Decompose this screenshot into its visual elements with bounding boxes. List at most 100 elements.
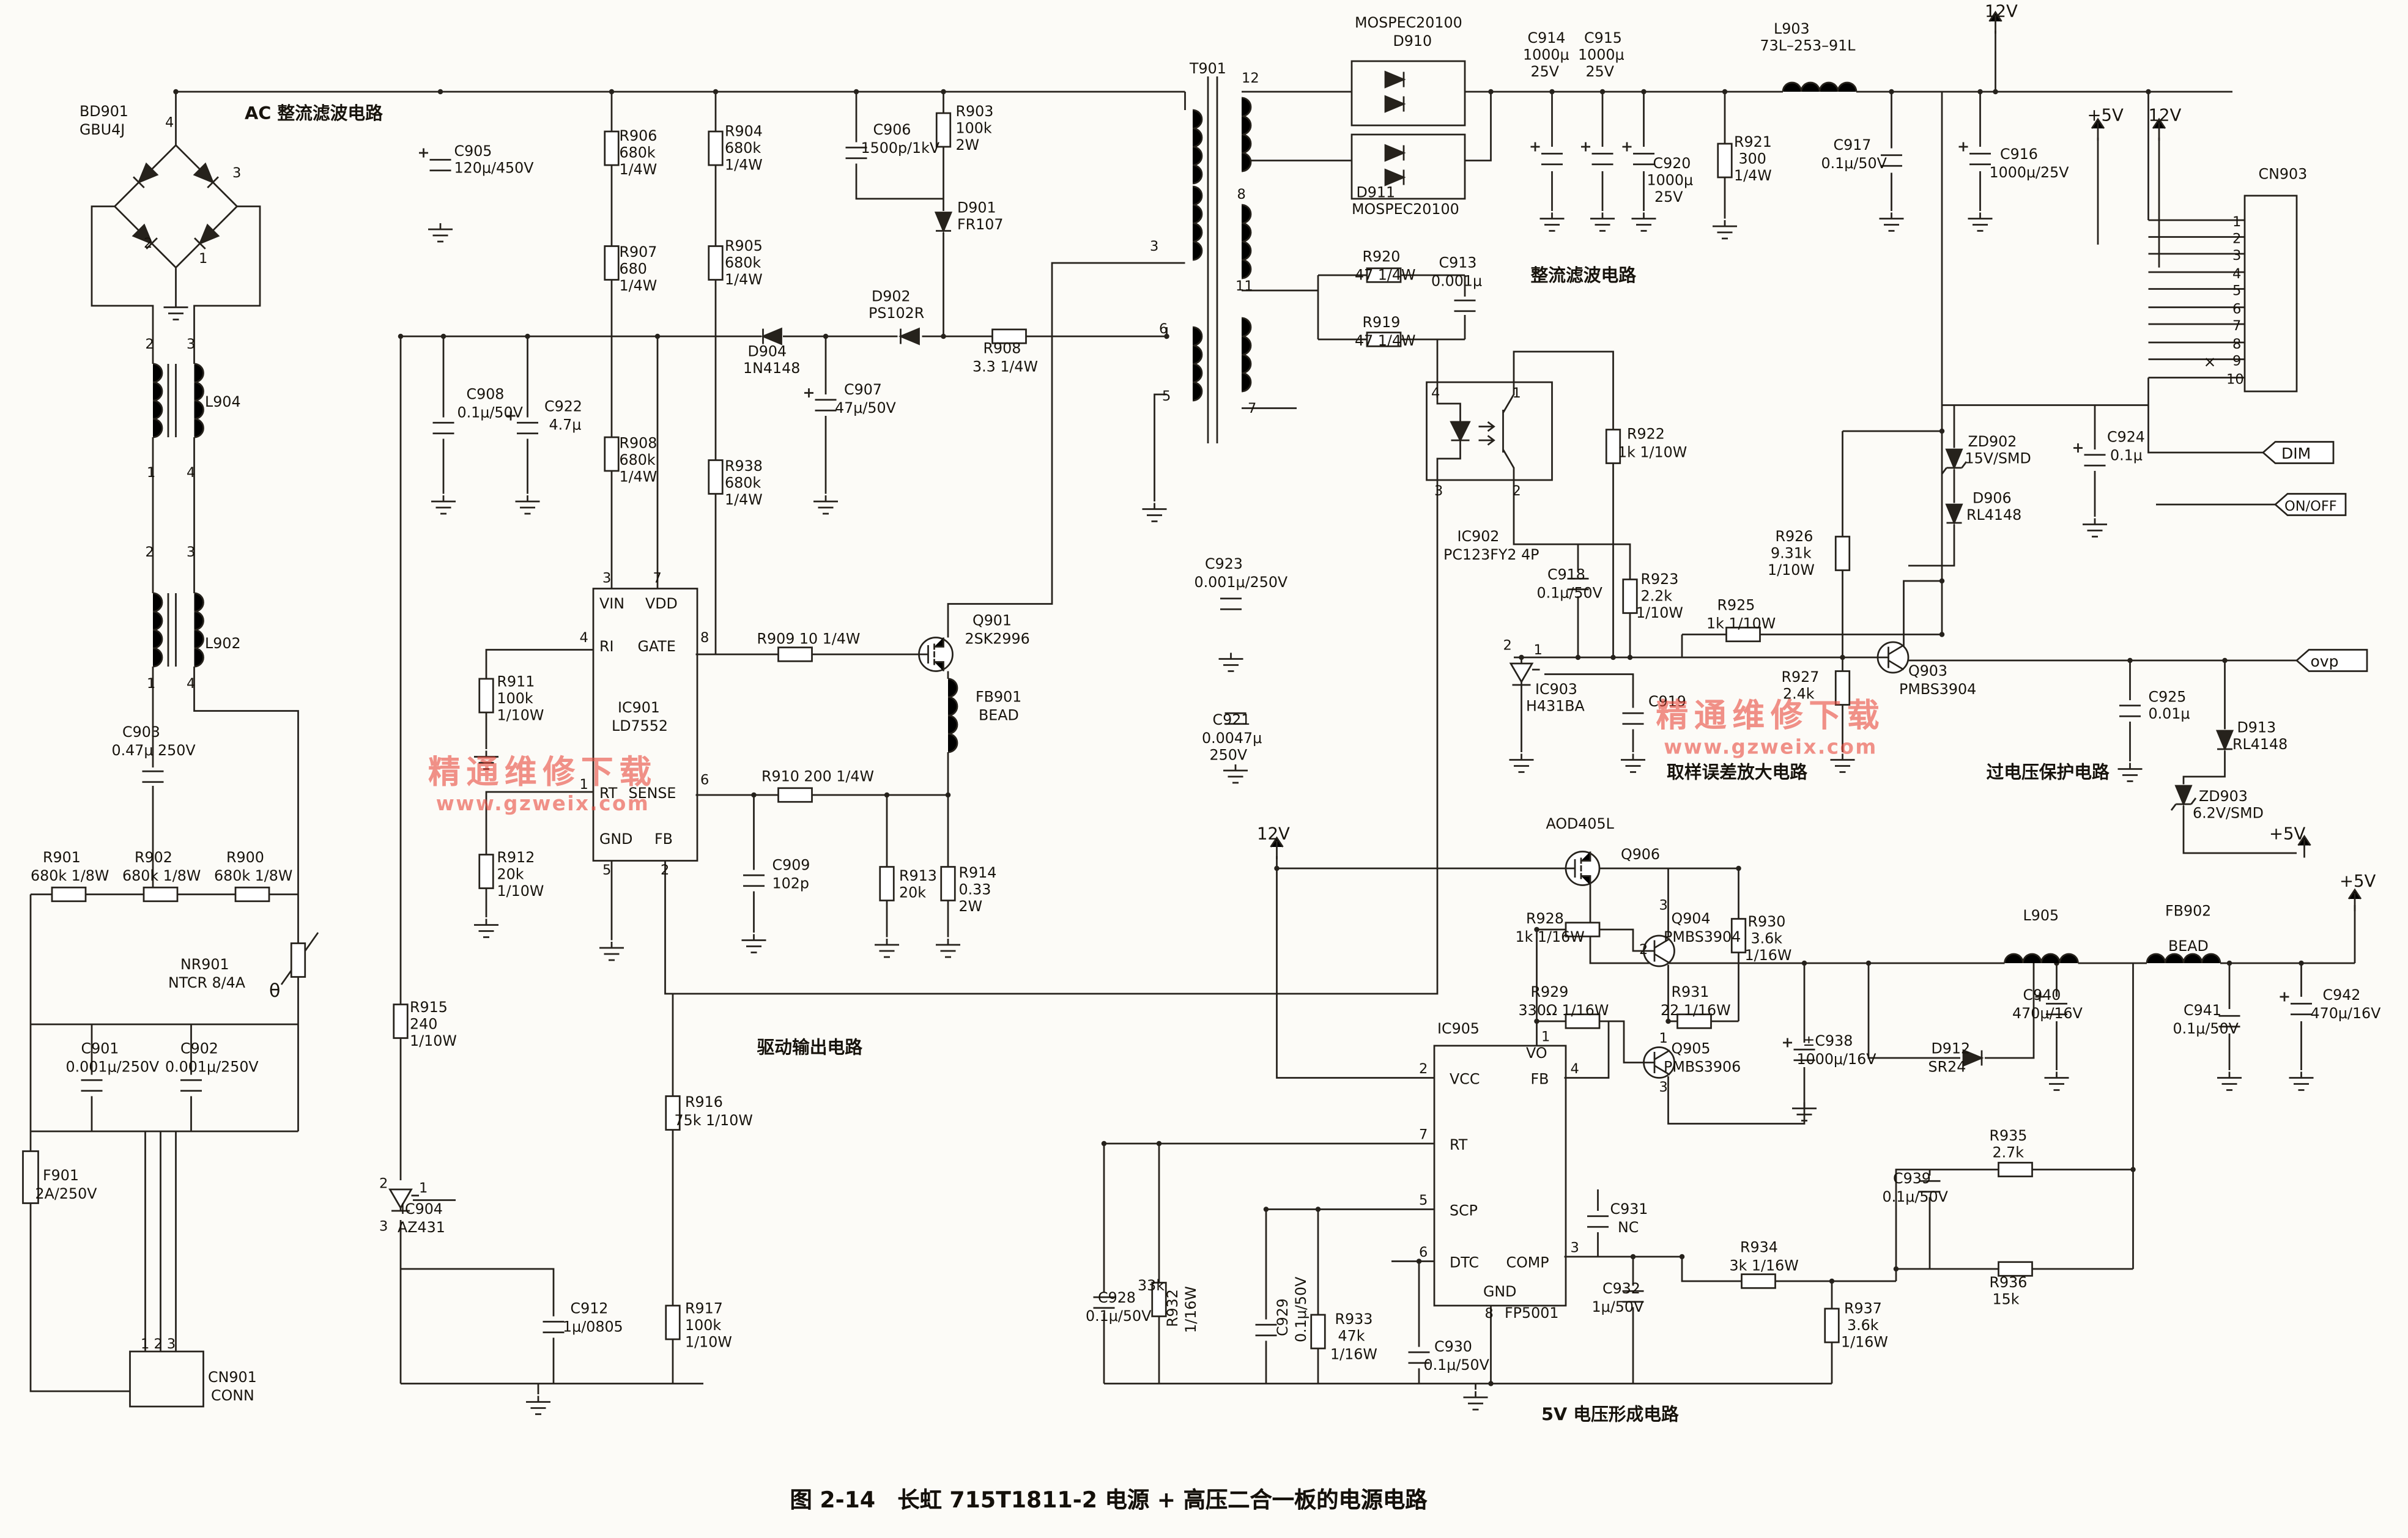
component-label: 2 bbox=[146, 336, 154, 352]
component-label: COMP bbox=[1506, 1254, 1549, 1271]
component-label: R928 bbox=[1526, 910, 1564, 927]
junction-dot bbox=[2299, 960, 2304, 966]
cappol-symbol bbox=[1622, 142, 1654, 166]
cap-symbol bbox=[1454, 299, 1476, 312]
component-label: C920 bbox=[1653, 155, 1691, 172]
component-label: 1000μ/25V bbox=[1990, 164, 2070, 181]
junction-dot bbox=[1519, 654, 1524, 660]
component-label: 0.001μ/250V bbox=[165, 1059, 259, 1076]
component-label: 1μ/50V bbox=[1592, 1298, 1644, 1315]
component-label: 2 bbox=[661, 862, 669, 878]
junction-dot bbox=[1315, 1207, 1321, 1212]
component-label: 73L–253–91L bbox=[1760, 37, 1856, 54]
component-label: R931 bbox=[1672, 983, 1710, 1000]
cap-symbol bbox=[1622, 1290, 1644, 1303]
junction-dot bbox=[1840, 654, 1845, 660]
component-label: 5 bbox=[1162, 388, 1171, 404]
component-label: 15k bbox=[1993, 1291, 2020, 1308]
component-label: 4.7μ bbox=[549, 416, 582, 434]
res-symbol bbox=[1310, 1314, 1326, 1350]
res-symbol bbox=[478, 854, 494, 889]
component-label: R919 bbox=[1363, 314, 1401, 331]
component-label: 680k 1/8W bbox=[122, 867, 201, 884]
junction-dot bbox=[1274, 865, 1280, 871]
junction-dot bbox=[1829, 1278, 1835, 1284]
junction-dot bbox=[1736, 865, 1741, 871]
res-symbol bbox=[604, 436, 620, 472]
component-label: C906 bbox=[873, 121, 911, 138]
junction-dot bbox=[2222, 657, 2228, 664]
component-label: MOSPEC20100 bbox=[1355, 14, 1462, 31]
component-label: 1/10W bbox=[685, 1334, 732, 1351]
component-label: SCP bbox=[1450, 1202, 1478, 1219]
component-label: 3 bbox=[1659, 898, 1668, 914]
component-label: 47 1/4W bbox=[1355, 267, 1415, 284]
component-label: 6 bbox=[1419, 1244, 1428, 1260]
component-label: 取样误差放大电路 bbox=[1667, 762, 1807, 783]
component-label: C913 bbox=[1439, 254, 1477, 272]
component-label: R926 bbox=[1776, 528, 1813, 545]
component-label: 0.1μ bbox=[2110, 447, 2143, 464]
component-label: LD7552 bbox=[612, 717, 668, 734]
component-label: NR901 bbox=[180, 956, 229, 973]
component-label: BD901 bbox=[80, 103, 128, 120]
component-label: 3 bbox=[1434, 483, 1443, 499]
component-label: RL4148 bbox=[1966, 506, 2021, 523]
npn-symbol bbox=[1876, 641, 1910, 674]
junction-dot bbox=[941, 89, 946, 95]
tag-symbol bbox=[2273, 493, 2347, 516]
component-label: 300 bbox=[1739, 150, 1766, 168]
res-symbol bbox=[1998, 1161, 2033, 1178]
junction-dot bbox=[2146, 89, 2151, 95]
component-label: R912 bbox=[497, 849, 535, 866]
component-label: 0.1μ/50V bbox=[1821, 155, 1888, 172]
component-label: 驱动输出电路 bbox=[757, 1037, 863, 1058]
component-label: MOSPEC20100 bbox=[1352, 201, 1459, 218]
zener-symbol bbox=[1941, 448, 1968, 475]
component-label: 47μ/50V bbox=[835, 399, 897, 416]
component-label: R920 bbox=[1363, 248, 1401, 265]
junction-dot bbox=[173, 89, 179, 95]
cap-symbol bbox=[180, 1079, 202, 1092]
res-symbol bbox=[777, 787, 813, 803]
component-label: 680k bbox=[620, 144, 656, 161]
coil-symbol bbox=[152, 363, 163, 438]
component-label: 0.1μ/50V bbox=[458, 404, 524, 421]
gnd-symbol bbox=[1621, 753, 1645, 773]
component-label: 8 bbox=[700, 630, 709, 646]
junction-dot bbox=[1263, 1207, 1269, 1212]
gnd-symbol bbox=[428, 223, 453, 243]
gnd-symbol bbox=[2117, 763, 2143, 782]
component-label: 4 bbox=[2232, 266, 2241, 282]
component-label: R908 bbox=[620, 435, 658, 452]
pwr-symbol bbox=[2297, 835, 2311, 858]
component-label: 6 bbox=[1159, 321, 1168, 337]
component-label: 5 bbox=[1419, 1192, 1428, 1208]
component-label: C901 bbox=[81, 1040, 119, 1057]
junction-dot bbox=[2127, 657, 2133, 664]
component-label: GATE bbox=[638, 638, 676, 655]
gnd-symbol bbox=[2217, 1071, 2242, 1091]
component-label: 22 1/16W bbox=[1661, 1002, 1731, 1019]
component-label: DTC bbox=[1450, 1254, 1479, 1271]
component-label: 0.001μ bbox=[1431, 273, 1482, 290]
component-label: 1/10W bbox=[410, 1032, 457, 1049]
component-label: L904 bbox=[205, 393, 241, 410]
component-label: 2 bbox=[1419, 1061, 1428, 1077]
res-symbol bbox=[991, 328, 1027, 344]
component-label: 5V 电压形成电路 bbox=[1541, 1404, 1679, 1425]
component-label: 1000μ/16V bbox=[1797, 1051, 1877, 1068]
component-label: 3 bbox=[2232, 248, 2241, 264]
component-label: 1 bbox=[2232, 214, 2241, 230]
component-label: C924 bbox=[2107, 429, 2145, 446]
pwr-symbol bbox=[1270, 836, 1284, 859]
component-label: 120μ/450V bbox=[454, 160, 535, 177]
component-label: D902 bbox=[872, 288, 911, 305]
component-label: 680k 1/8W bbox=[31, 867, 109, 884]
box-symbol bbox=[592, 588, 698, 862]
junction-dot bbox=[440, 333, 446, 339]
component-label: Q903 bbox=[1908, 662, 1947, 679]
component-label: CONN bbox=[211, 1387, 254, 1404]
component-label: R906 bbox=[620, 127, 658, 144]
